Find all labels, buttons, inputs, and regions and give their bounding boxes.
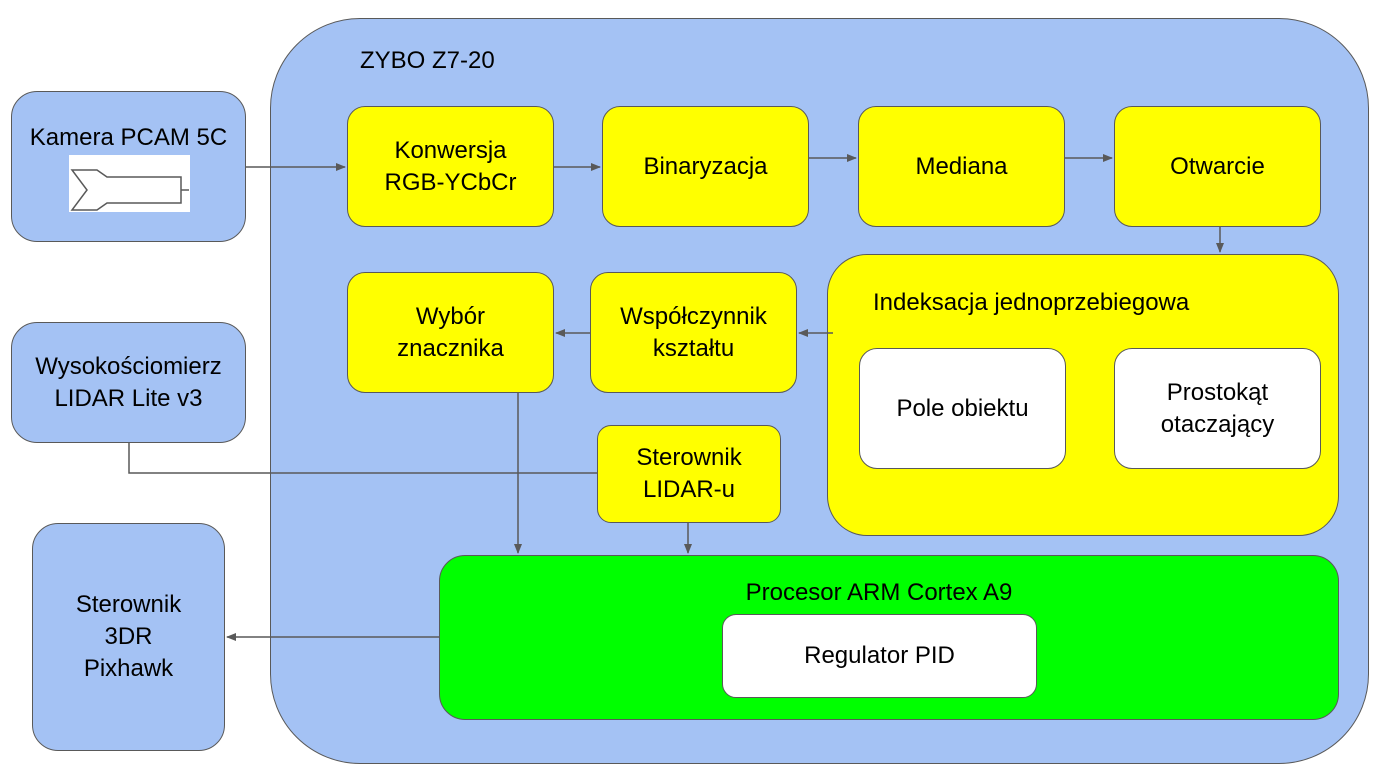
median-block: Mediana [858,106,1065,227]
conversion-block: Konwersja RGB-YCbCr [347,106,554,227]
shape-factor-block: Współczynnik kształtu [590,272,797,393]
video-camera-icon [69,155,190,212]
lidar-sensor-block: Wysokościomierz LIDAR Lite v3 [11,322,246,443]
binarization-block: Binaryzacja [602,106,809,227]
board-title: ZYBO Z7-20 [360,47,495,74]
indexing-title: Indeksacja jednoprzebiegowa [873,289,1190,316]
object-area-block: Pole obiektu [859,348,1066,469]
opening-block: Otwarcie [1114,106,1321,227]
camera-block: Kamera PCAM 5C [11,91,246,242]
camera-label: Kamera PCAM 5C [29,124,228,151]
pixhawk-block: Sterownik 3DR Pixhawk [32,523,225,751]
bounding-box-block: Prostokąt otaczający [1114,348,1321,469]
pid-block: Regulator PID [722,614,1037,698]
wire-lidar-sensor-to-driver [128,443,597,474]
marker-selection-block: Wybór znacznika [347,272,554,393]
processor-title: Procesor ARM Cortex A9 [745,579,1013,606]
lidar-driver-block: Sterownik LIDAR-u [597,425,781,523]
